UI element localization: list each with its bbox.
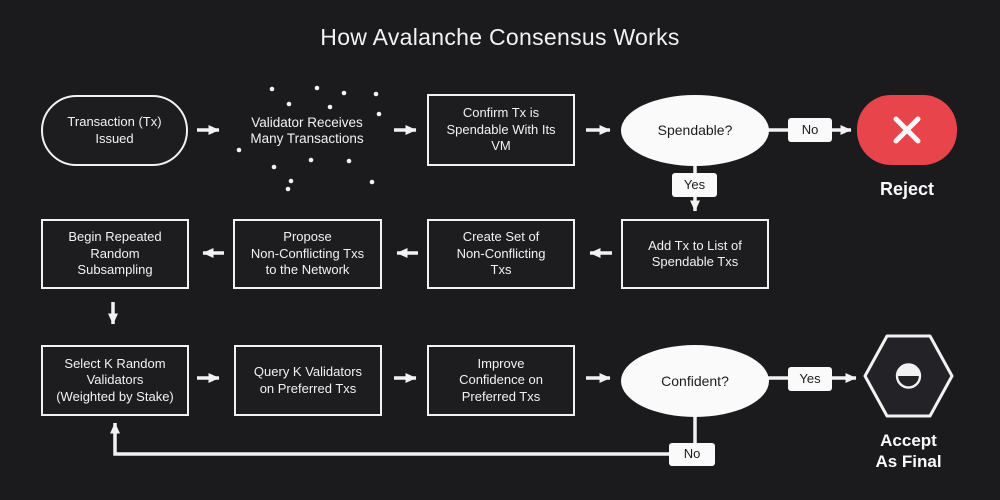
decision-spendable: Spendable? (621, 95, 769, 166)
arrow-no-feedback-to-select (110, 422, 671, 456)
accept-hexagon (863, 334, 954, 418)
node-select-validators: Select K Random Validators (Weighted by … (41, 345, 189, 416)
node-improve-confidence: Improve Confidence on Preferred Txs (427, 345, 575, 416)
node-create-set: Create Set of Non-Conflicting Txs (427, 219, 575, 289)
label-yes-confident: Yes (788, 367, 832, 391)
reject-caption: Reject (879, 178, 935, 199)
decision-confident: Confident? (621, 345, 769, 417)
accept-caption: Accept As Final (875, 431, 942, 471)
label-no-spendable: No (788, 118, 832, 142)
half-filled-coin-icon (895, 363, 922, 389)
node-query-validators: Query K Validators on Preferred Txs (234, 345, 382, 416)
node-begin-subsampling: Begin Repeated Random Subsampling (41, 219, 189, 289)
node-transaction-issued: Transaction (Tx) Issued (41, 95, 188, 166)
label-yes-spendable: Yes (672, 173, 717, 197)
x-icon (893, 116, 921, 144)
reject-indicator (857, 95, 957, 165)
transaction-dots-icon (236, 85, 382, 192)
node-add-tx: Add Tx to List of Spendable Txs (621, 219, 769, 289)
node-validator-receives: Validator Receives Many Transactions (250, 114, 364, 147)
label-no-confident: No (669, 443, 715, 466)
node-propose-txs: Propose Non-Conflicting Txs to the Netwo… (233, 219, 382, 289)
node-confirm-spendable: Confirm Tx is Spendable With Its VM (427, 94, 575, 166)
diagram-title: How Avalanche Consensus Works (320, 24, 680, 50)
